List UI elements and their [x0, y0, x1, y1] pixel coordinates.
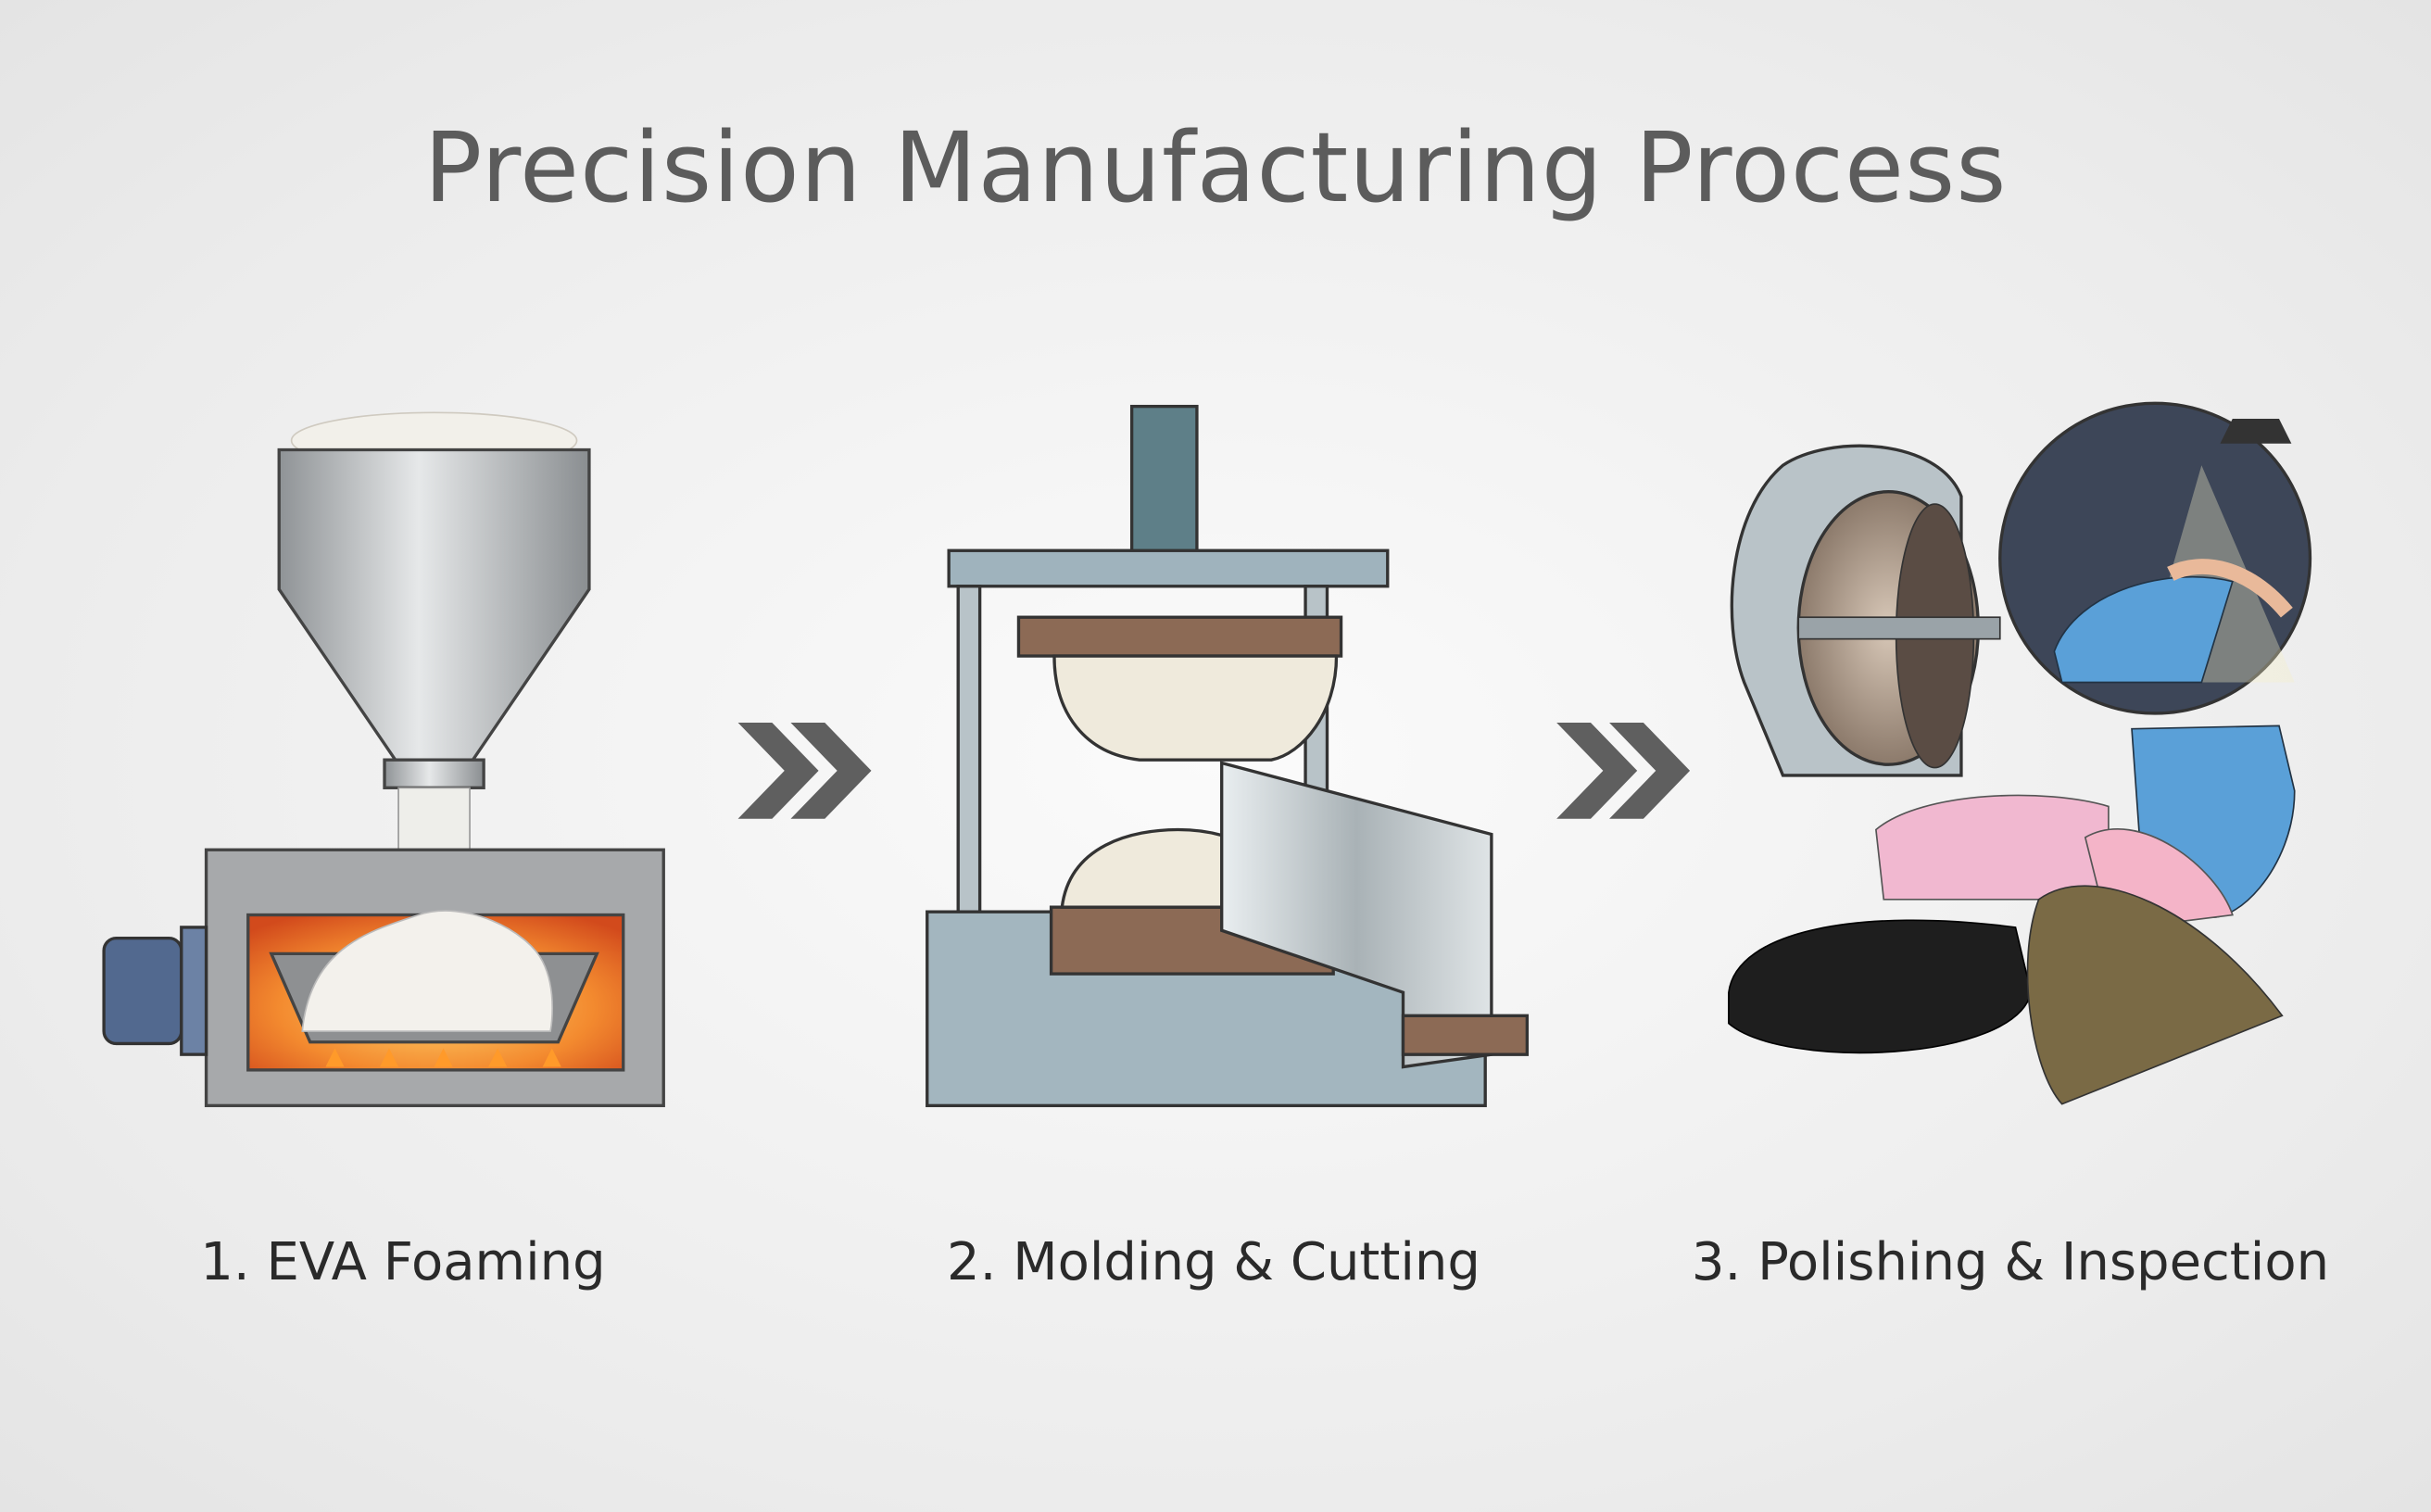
chevron-right-icon: [1556, 723, 1691, 819]
hopper: [277, 411, 591, 876]
chevron-right-icon: [737, 723, 872, 819]
grinder-illustration: [1730, 401, 2312, 777]
press-machine-illustration: [926, 404, 1530, 1108]
foaming-machine-illustration: [102, 411, 665, 1108]
step-label-eva-foaming: 1. EVA Foaming: [200, 1232, 606, 1292]
finished-foam-pieces: [1728, 724, 2296, 1105]
oven: [204, 848, 665, 1108]
page-title: Precision Manufacturing Process: [423, 111, 2008, 224]
step-label-polishing-inspection: 3. Polishing & Inspection: [1691, 1232, 2330, 1292]
motor: [102, 926, 208, 1056]
step-label-molding-cutting: 2. Molding & Cutting: [947, 1232, 1480, 1292]
